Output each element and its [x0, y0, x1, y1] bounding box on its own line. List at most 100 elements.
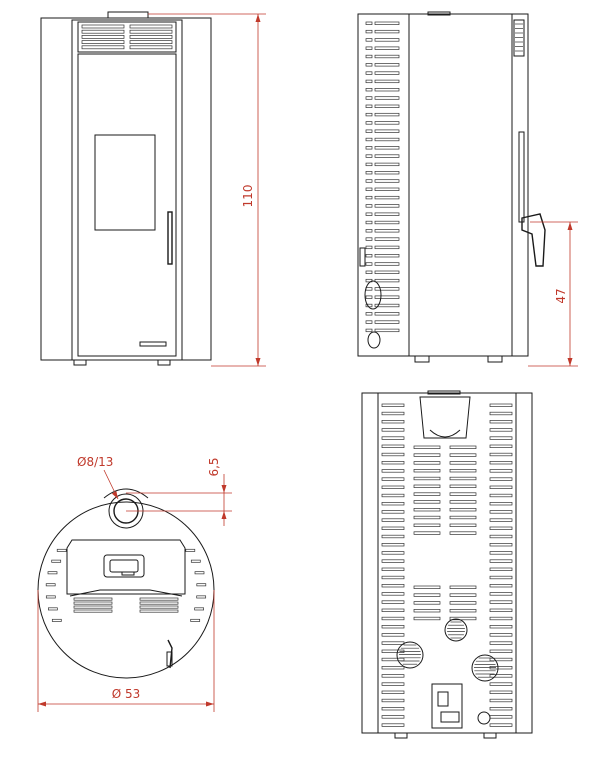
front-view — [40, 11, 212, 366]
top-front-slot — [139, 609, 179, 613]
rear-slot-outer — [381, 403, 405, 407]
top-side-slot-right — [196, 595, 207, 599]
rear-slot-outer — [489, 444, 513, 448]
side-slot — [374, 220, 400, 225]
side-slot — [374, 137, 400, 142]
rear-slot-inner — [449, 492, 477, 496]
rear-top-cap — [427, 390, 461, 395]
top-side-slot-right — [190, 559, 201, 563]
rear-slot-outer — [489, 707, 513, 711]
side-slot-small — [365, 154, 373, 158]
rear-slot-inner — [449, 445, 477, 449]
rear-slot-inner — [413, 609, 441, 613]
side-view — [357, 11, 546, 363]
top-front-slot — [73, 601, 113, 605]
side-slot-small — [365, 237, 373, 241]
side-slot-small — [365, 262, 373, 266]
rear-control-panel — [431, 683, 463, 729]
top-side-slot-left — [45, 583, 56, 587]
rear-hatch-curve — [429, 429, 461, 438]
side-slot-small — [365, 204, 373, 208]
side-slot-small — [365, 46, 373, 50]
rear-slot-outer — [489, 543, 513, 547]
top-side-slot-left — [45, 595, 56, 599]
rear-slot-inner — [449, 585, 477, 589]
rear-slot-inner — [449, 601, 477, 605]
front-glass-window — [94, 134, 156, 231]
front-grille-slot — [81, 40, 125, 44]
side-slot-small — [365, 195, 373, 200]
rear-body-outline — [361, 392, 533, 734]
side-slot-small — [365, 312, 373, 316]
rear-slot-inner — [449, 593, 477, 597]
rear-foot-left — [394, 732, 408, 739]
front-door-handle — [167, 211, 173, 265]
side-slot — [374, 104, 400, 108]
side-slot-small — [365, 287, 373, 291]
rear-slot-inner — [449, 469, 477, 473]
side-slot-small — [365, 179, 373, 183]
side-slot-small — [365, 121, 373, 125]
rear-slot-outer — [381, 477, 405, 481]
body-diameter-label: Ø 53 — [112, 687, 141, 701]
side-slot-small — [365, 112, 373, 117]
front-grille-slot — [81, 29, 125, 34]
side-door-handle — [521, 213, 546, 267]
rear-slot-outer — [489, 625, 513, 629]
rear-slot-outer — [381, 493, 405, 498]
rear-slot-inner — [449, 484, 477, 488]
rear-slot-outer — [381, 682, 405, 686]
side-slot — [374, 129, 400, 133]
top-pellet-hatch — [103, 554, 145, 578]
rear-slot-inner — [413, 453, 441, 457]
rear-slot-outer — [489, 715, 513, 719]
front-foot-left — [73, 359, 87, 366]
front-grille-slot — [81, 35, 125, 39]
rear-slot-outer — [381, 411, 405, 416]
rear-slot-outer — [381, 543, 405, 547]
side-slot-small — [365, 162, 373, 167]
top-side-slot-left — [51, 559, 62, 563]
side-slot — [374, 328, 400, 333]
rear-slot-outer — [489, 551, 513, 555]
side-slot — [374, 21, 400, 25]
side-slot-small — [365, 187, 373, 191]
front-logo-plate — [139, 341, 167, 347]
rear-slot-inner — [449, 461, 477, 465]
rear-slot-inner — [413, 469, 441, 473]
top-side-slot-left — [48, 607, 58, 611]
front-foot-right — [157, 359, 171, 366]
rear-slot-outer — [489, 616, 513, 621]
rear-slot-outer — [489, 633, 513, 637]
side-slot-small — [365, 96, 373, 100]
rear-slot-outer — [381, 518, 405, 522]
rear-slot-outer — [489, 477, 513, 481]
rear-slot-outer — [489, 723, 513, 727]
rear-slot-inner — [413, 593, 441, 597]
top-handle-grip — [166, 651, 173, 667]
front-body-outline — [40, 17, 212, 361]
side-slot — [374, 162, 400, 167]
top-side-slot-left — [51, 618, 62, 622]
side-slot — [374, 270, 400, 274]
side-slot-small — [365, 129, 373, 133]
side-slot — [374, 229, 400, 233]
rear-slot-outer — [489, 469, 513, 473]
side-slot — [374, 195, 400, 200]
side-slot — [374, 63, 400, 67]
top-side-slot-right — [194, 571, 205, 575]
side-slot-small — [365, 21, 373, 25]
side-slot-small — [365, 212, 373, 216]
rear-ventilation-slots — [381, 403, 513, 727]
front-grille-slot — [129, 35, 173, 39]
rear-slot-outer — [381, 485, 405, 489]
rear-slot-outer — [381, 584, 405, 588]
side-slot — [374, 29, 400, 34]
rear-slot-inner — [413, 531, 441, 535]
side-slot-small — [365, 63, 373, 67]
side-slot-small — [365, 254, 373, 258]
rear-slot-inner — [449, 476, 477, 481]
rear-slot-outer — [381, 608, 405, 612]
side-slot — [374, 320, 400, 324]
